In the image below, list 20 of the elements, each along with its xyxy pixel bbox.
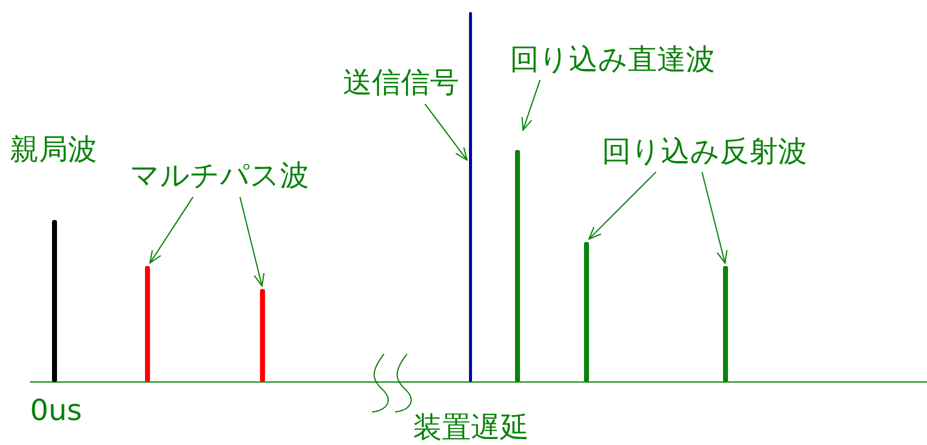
time-label: 0us (30, 394, 82, 426)
arrow (149, 196, 194, 264)
pulse-bar (52, 220, 56, 382)
pulse-bar (514, 150, 520, 382)
arrow (522, 80, 541, 131)
arrow (701, 172, 728, 264)
arrow (424, 104, 468, 161)
pulse-bar (468, 12, 472, 382)
wave-label: マルチパス波 (130, 159, 309, 191)
wave-label: 送信信号 (343, 66, 459, 98)
arrow (239, 196, 265, 287)
delay-label: 装置遅延 (413, 411, 529, 443)
arrow (588, 172, 656, 240)
pulse-bar (144, 266, 150, 382)
pulse-bar (260, 289, 264, 382)
pulse-bar (584, 242, 588, 382)
wave-label: 親局波 (10, 133, 97, 165)
pulse-bar (722, 266, 728, 382)
wave-label: 回り込み反射波 (602, 135, 807, 167)
wave-label: 回り込み直達波 (510, 43, 715, 75)
